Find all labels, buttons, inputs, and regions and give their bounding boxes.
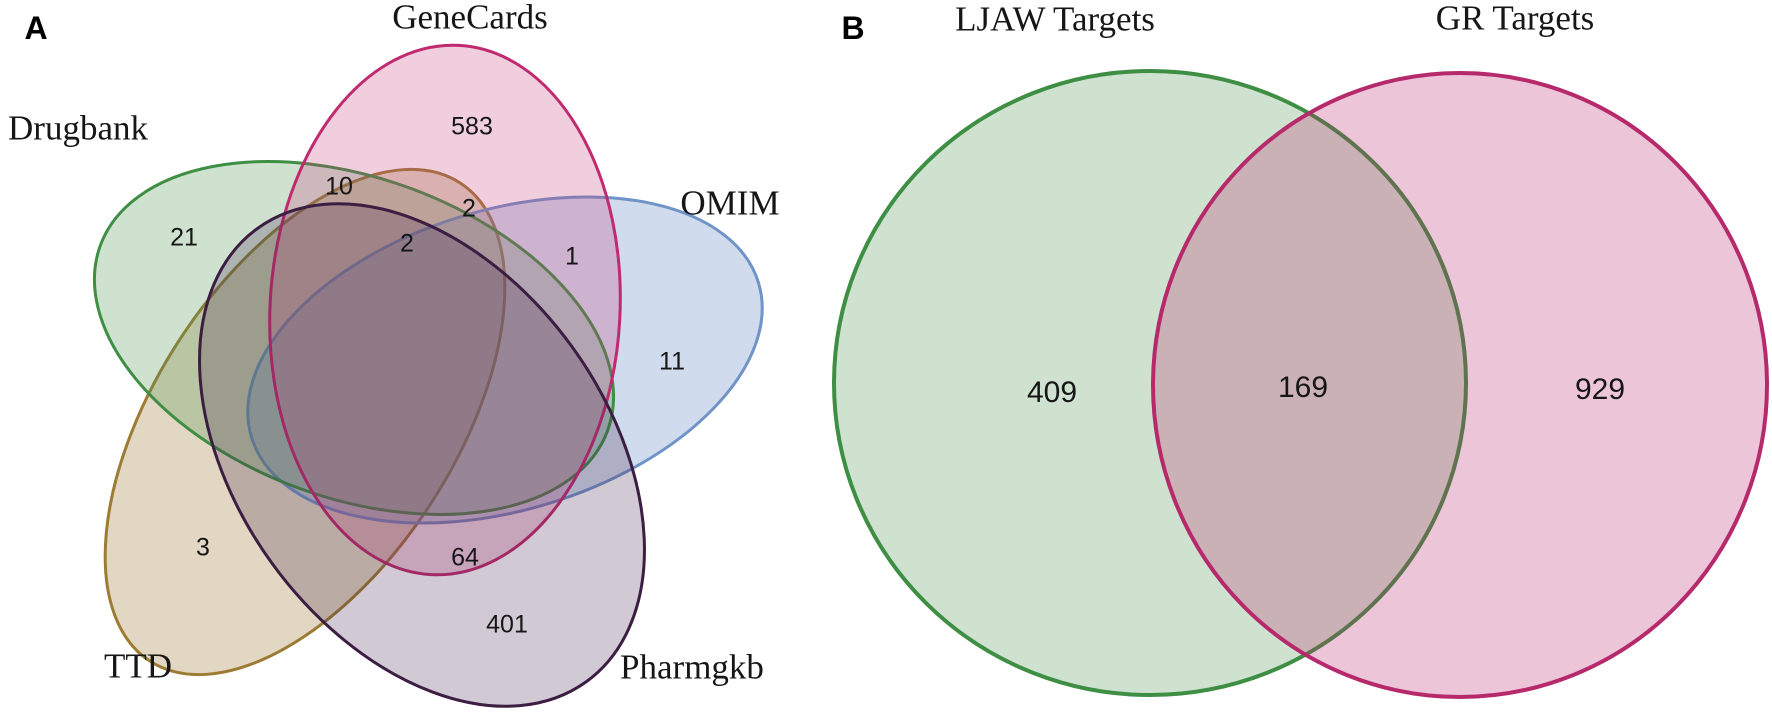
panel-b-letter: B — [841, 10, 865, 46]
count-ljaw-only: 409 — [1026, 376, 1078, 409]
count-genecards-ttd: 2 — [462, 194, 476, 223]
count-drugbank-genecards-ttd: 2 — [400, 229, 414, 258]
panel-b-venn — [832, 69, 1769, 699]
venn-a-omim-ellipse — [246, 195, 764, 525]
panel-a-venn — [92, 43, 764, 708]
count-genecards-omim: 1 — [565, 242, 579, 271]
venn-a-genecards-ellipse — [268, 43, 622, 577]
count-ljaw-gr-intersection: 169 — [1277, 371, 1329, 404]
set-label-genecards: GeneCards — [392, 0, 548, 37]
set-label-ljaw-targets: LJAW Targets — [955, 0, 1155, 39]
panel-a-letter: A — [24, 10, 48, 46]
count-omim-only: 11 — [659, 347, 685, 376]
count-genecards-only: 583 — [451, 112, 493, 141]
count-drugbank-genecards: 10 — [325, 172, 353, 201]
count-pharmgkb-only: 401 — [486, 610, 528, 639]
venn-a-ttd-ellipse — [103, 167, 507, 677]
set-label-gr-targets: GR Targets — [1435, 0, 1595, 38]
set-label-drugbank: Drugbank — [8, 108, 148, 148]
count-genecards-pharmgkb: 64 — [451, 543, 479, 572]
count-drugbank-only: 21 — [170, 223, 198, 252]
set-label-pharmgkb: Pharmgkb — [620, 647, 764, 687]
count-gr-only: 929 — [1574, 373, 1626, 406]
venn-b-ljaw-circle — [832, 69, 1468, 697]
venn-a-pharmgkb-ellipse — [198, 202, 646, 708]
venn-a-drugbank-ellipse — [92, 160, 616, 516]
count-ttd-only: 3 — [196, 533, 210, 562]
set-label-omim: OMIM — [680, 183, 780, 223]
venn-b-gr-circle — [1151, 71, 1769, 699]
set-label-ttd: TTD — [103, 646, 173, 686]
